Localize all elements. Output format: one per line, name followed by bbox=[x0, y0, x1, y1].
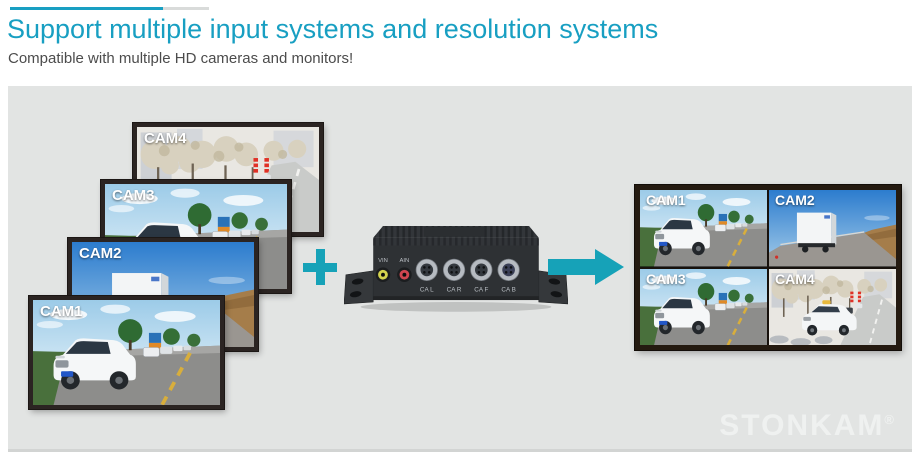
connector-label-ca-f: CA F bbox=[474, 286, 488, 293]
camera-label-cam1: CAM1 bbox=[40, 303, 83, 320]
dvr-device-art: VIN AIN CA L bbox=[344, 226, 568, 312]
watermark-text: STONKAM bbox=[719, 409, 885, 442]
connector-label-ca-b: CA B bbox=[501, 286, 515, 293]
quad-label-cam4: CAM4 bbox=[775, 270, 815, 287]
page-subtitle: Compatible with multiple HD cameras and … bbox=[8, 50, 354, 67]
camera-preview-cam1: CAM1 bbox=[28, 295, 225, 410]
quad-cell-cam1: CAM1 bbox=[640, 190, 767, 267]
dvr-device: VIN AIN CA L bbox=[344, 216, 568, 314]
diagram-panel: CAM4 CAM3 CAM2 CAM1 bbox=[8, 86, 912, 452]
quad-cell-cam3: CAM3 bbox=[640, 268, 767, 345]
divider-accent bbox=[10, 7, 163, 10]
connector-ca-b bbox=[497, 258, 520, 281]
page-title: Support multiple input systems and resol… bbox=[7, 14, 659, 44]
quad-monitor: CAM1 CAM2 CAM3 CAM4 bbox=[634, 184, 902, 351]
camera-label-cam3: CAM3 bbox=[112, 187, 155, 204]
quad-cell-cam4: CAM4 bbox=[769, 268, 896, 345]
camera-label-cam2: CAM2 bbox=[79, 245, 122, 262]
connector-label-ca-l: CA L bbox=[420, 286, 434, 293]
section-divider bbox=[10, 7, 310, 10]
connector-label-ca-r: CA R bbox=[447, 286, 462, 293]
quad-label-cam3: CAM3 bbox=[646, 270, 686, 287]
camera-label-cam4: CAM4 bbox=[144, 130, 187, 147]
jack-label-ain: AIN bbox=[400, 258, 410, 264]
jack-label-vin: VIN bbox=[378, 258, 388, 264]
registered-mark-icon: ® bbox=[884, 412, 894, 427]
connector-ca-f bbox=[470, 258, 493, 281]
quad-label-cam2: CAM2 bbox=[775, 192, 815, 208]
watermark: STONKAM® bbox=[719, 409, 894, 443]
plus-icon bbox=[303, 249, 337, 285]
connector-ca-l bbox=[415, 258, 438, 281]
arrow-right-icon bbox=[548, 247, 626, 287]
quad-cell-cam2: CAM2 bbox=[769, 190, 896, 267]
connector-ca-r bbox=[442, 258, 466, 281]
divider-gray bbox=[163, 7, 209, 10]
quad-label-cam1: CAM1 bbox=[646, 192, 686, 208]
